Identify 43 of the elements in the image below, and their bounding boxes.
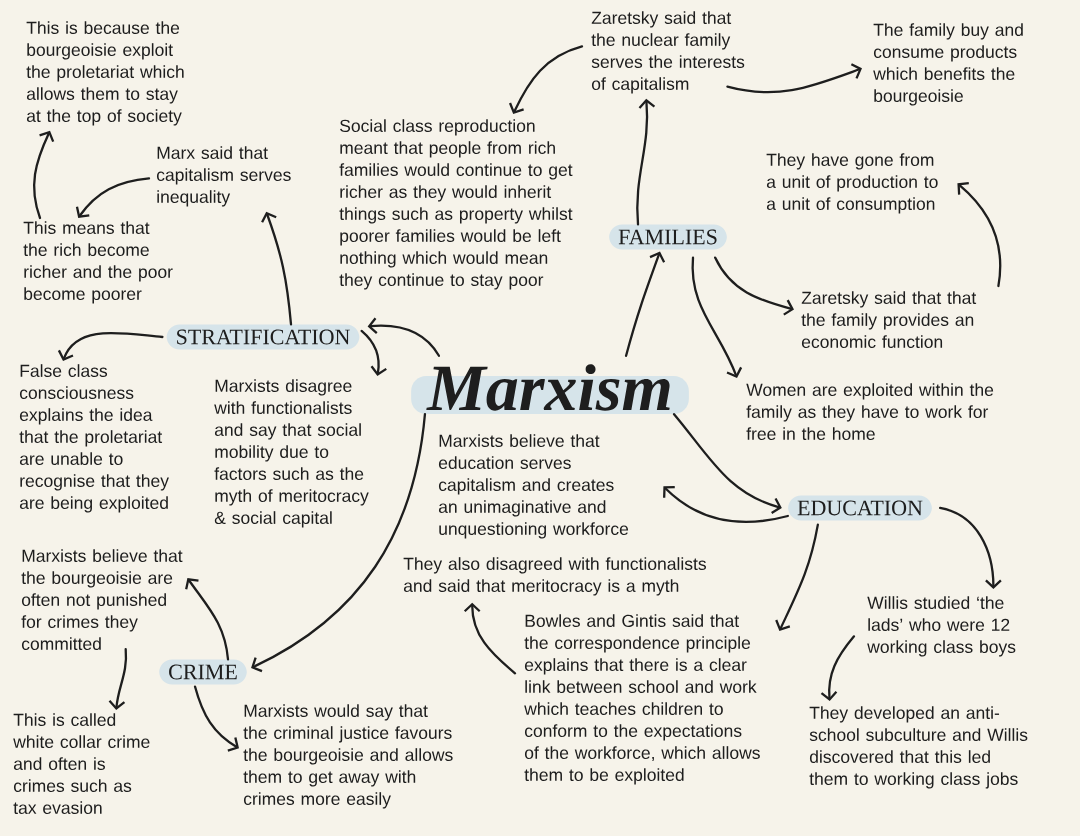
arrow (193, 685, 239, 752)
note-text: Social class reproduction meant that people from rich families would continue to get richer as they would inherit things such as property whilst poorer families would be left nothing which would mean they continue to stay poor (339, 119, 573, 290)
note-text: Zaretsky said that that the family provides an economic function (801, 291, 977, 349)
arrow (32, 130, 55, 220)
arrow (820, 635, 856, 701)
note-text: Marxists disagree with functionalists and say that social mobility due to factors such as the myth of meritocracy & social capital (214, 379, 369, 528)
note-text: False class consciousness explains the idea that the proletariat are unable to recognise that they are being exploited (19, 364, 169, 513)
arrow (360, 329, 387, 376)
arrow (726, 63, 862, 94)
arrow (624, 251, 666, 357)
arrow (185, 578, 230, 661)
arrow (957, 181, 1002, 288)
note-text: Marxists believe that education serves capitalism and creates an unimaginative and unquestioning workforce (438, 434, 629, 539)
arrow (463, 602, 517, 675)
arrow (75, 177, 151, 218)
arrow (108, 648, 128, 710)
arrow (508, 45, 584, 114)
arrow (939, 506, 1002, 589)
arrow (636, 98, 656, 226)
arrow (261, 211, 293, 326)
note-text: This means that the rich become richer and the poor become poorer (23, 221, 173, 304)
arrow (691, 256, 743, 378)
arrow (713, 256, 794, 316)
note-text: Marxists would say that the criminal justice favours the bourgeoisie and allows them to get away with crimes more easily (243, 704, 453, 809)
note-text: The family buy and consume products which benefits the bourgeoisie (873, 23, 1023, 106)
note-text: This is because the bourgeoisie exploit the proletariat which allows them to stay at the top of society (26, 21, 184, 126)
arrow (57, 331, 164, 361)
note-text: Zaretsky said that the nuclear family serves the interests of capitalism (591, 11, 745, 94)
arrow (775, 523, 819, 631)
arrow (367, 317, 441, 357)
note-text: Marxists believe that the bourgeoisie are often not punished for crimes they committed (21, 549, 183, 651)
arrow (251, 413, 427, 673)
note-text: Women are exploited within the family as they have to work for free in the home (746, 383, 994, 441)
arrow (672, 413, 782, 514)
note-text: Marx said that capitalism serves inequality (156, 146, 291, 207)
note-text: Bowles and Gintis said that the correspondence principle explains that there is a clear link between school and work which teaches children to conform to the expectations of the workforce, which allows them to be exploited (524, 614, 760, 785)
note-text: They also disagreed with functionalists and said that meritocracy is a myth (403, 557, 706, 596)
arrow (663, 485, 789, 524)
note-text: They have gone from a unit of production to a unit of consumption (766, 153, 938, 214)
note-text: They developed an anti-school subculture and Willis discovered that this led them to working class jobs (809, 706, 1028, 789)
central-title: Marxism (411, 364, 689, 414)
note-text: This is called white collar crime and often is crimes such as tax evasion (13, 713, 150, 815)
note-text: Willis studied ‘the lads’ who were 12 working class boys (867, 596, 1016, 657)
